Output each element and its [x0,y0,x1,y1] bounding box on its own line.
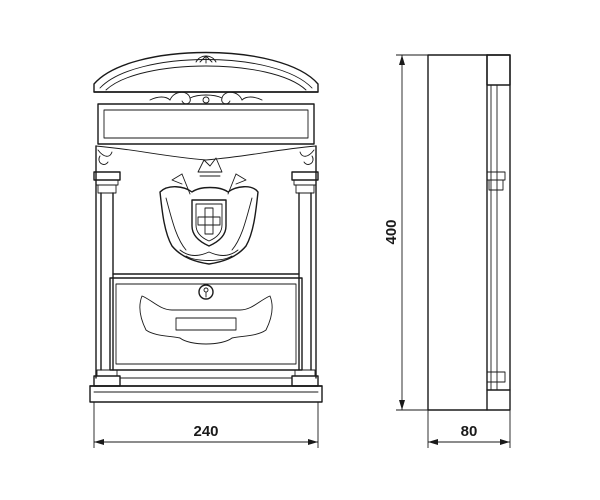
dimension-width: 240 [93,402,319,448]
front-view [89,51,323,403]
coat-of-arms-emblem [159,157,259,265]
base-plinth [89,377,323,403]
lock-icon [198,284,214,300]
dimension-depth: 80 [427,410,511,448]
side-view [427,54,511,411]
dimension-height: 400 [383,54,428,411]
mailbox-body [95,145,317,379]
right-column [291,155,319,387]
width-label: 240 [193,423,218,440]
crown-scrollwork [149,91,263,105]
height-label: 400 [383,219,400,244]
name-plate [93,91,319,161]
depth-label: 80 [461,423,478,440]
arched-crown [93,51,319,93]
letter-flap [109,273,303,371]
